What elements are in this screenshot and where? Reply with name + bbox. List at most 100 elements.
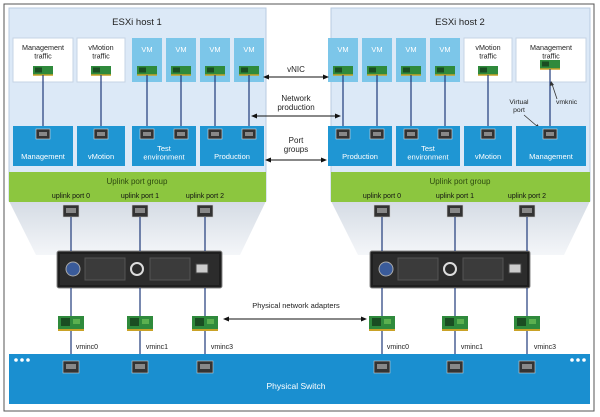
vminc-label: vminc1 <box>461 344 483 351</box>
arrowhead-right-icon <box>323 74 329 80</box>
physical-nic-icon <box>369 316 395 331</box>
vnic-icon <box>401 66 421 76</box>
vminc-label: vminc3 <box>534 344 556 351</box>
portgroup-label: Management <box>529 152 574 161</box>
virtual-port-icon <box>93 128 109 140</box>
switch-port-icon <box>518 360 536 374</box>
vm-label: VM <box>439 45 450 54</box>
vm-label: VM <box>337 45 348 54</box>
virtual-port-icon <box>335 128 351 140</box>
vnic-icon <box>91 66 111 76</box>
usb-port-icon <box>195 263 209 274</box>
uplink-port-icon <box>62 204 80 218</box>
vnic-icon <box>367 66 387 76</box>
arrowhead-right-icon <box>321 157 327 163</box>
uplink-port-icon <box>518 204 536 218</box>
vminc-label: vminc0 <box>76 344 98 351</box>
portgroup-label: vMotion <box>88 152 114 161</box>
vminc-label: vminc3 <box>211 344 233 351</box>
switch-port-icon <box>196 360 214 374</box>
virtual-port-icon <box>403 128 419 140</box>
portgroup-label: Production <box>342 152 378 161</box>
power-button-icon[interactable] <box>65 261 81 277</box>
vnic-icon <box>33 66 53 76</box>
arrowhead-right-icon <box>361 316 367 322</box>
vm-label: VM <box>141 45 152 54</box>
drive-bay <box>84 257 126 281</box>
vmknic-label: vmknic <box>556 99 578 106</box>
virtual-port-icon <box>207 128 223 140</box>
physical-nic-icon <box>514 316 540 331</box>
physical-adapters-label: Physical network adapters <box>252 301 340 310</box>
uplink-port-group[interactable] <box>331 172 590 202</box>
vnic-icon <box>137 66 157 76</box>
uplink-port-icon <box>196 204 214 218</box>
physical-nic-icon <box>442 316 468 331</box>
arrowhead-left-icon <box>251 113 257 119</box>
portgroup-label: Management <box>21 152 66 161</box>
uplink-port-icon <box>131 204 149 218</box>
vm-label: VM <box>371 45 382 54</box>
vnic-icon <box>540 60 560 70</box>
vmknic-pointer <box>551 83 558 100</box>
host1-title: ESXi host 1 <box>112 17 162 28</box>
vnic-icon <box>205 66 225 76</box>
portgroup-label: vMotion <box>475 152 501 161</box>
uplink-port-label: uplink port 0 <box>52 193 90 200</box>
vm-label: VM <box>405 45 416 54</box>
vm-label: VM <box>175 45 186 54</box>
drive-bay <box>462 257 504 281</box>
uplink-port-icon <box>446 204 464 218</box>
vmknic-arrowhead <box>549 81 554 86</box>
switch-port-icon <box>446 360 464 374</box>
drive-bay <box>397 257 439 281</box>
usb-port-icon <box>508 263 522 274</box>
switch-port-icon <box>373 360 391 374</box>
switch-port-icon <box>62 360 80 374</box>
switch-label: Physical Switch <box>266 381 325 391</box>
uplink-port-label: uplink port 2 <box>508 193 546 200</box>
vnic-icon <box>333 66 353 76</box>
uplink-port-label: uplink port 1 <box>121 193 159 200</box>
uplink-group-label: Uplink port group <box>430 177 491 186</box>
uplink-group-label: Uplink port group <box>107 177 168 186</box>
status-led-icon <box>130 262 144 276</box>
server-host2 <box>369 250 531 289</box>
arrowhead-left-icon <box>263 74 269 80</box>
uplink-port-group[interactable] <box>9 172 266 202</box>
physical-nic-icon <box>127 316 153 331</box>
virtual-port-icon <box>542 128 558 140</box>
arrowhead-left-icon <box>223 316 229 322</box>
uplink-port-label: uplink port 0 <box>363 193 401 200</box>
switch-body[interactable] <box>9 354 590 404</box>
vnic-icon <box>171 66 191 76</box>
power-button-icon[interactable] <box>378 261 394 277</box>
virtual-port-pointer <box>523 114 539 128</box>
vnic-label: vNIC <box>287 65 305 74</box>
virtual-port-icon <box>139 128 155 140</box>
arrowhead-left-icon <box>265 157 271 163</box>
host2-title: ESXi host 2 <box>435 17 485 28</box>
vnic-icon <box>435 66 455 76</box>
uplink-port-label: uplink port 2 <box>186 193 224 200</box>
virtual-port-icon <box>480 128 496 140</box>
virtual-port-icon <box>369 128 385 140</box>
vminc-label: vminc0 <box>387 344 409 351</box>
virtual-port-icon <box>241 128 257 140</box>
host1-vm-links <box>42 75 250 132</box>
switch-port-icon <box>131 360 149 374</box>
arrowhead-right-icon <box>335 113 341 119</box>
virtual-port-icon <box>437 128 453 140</box>
